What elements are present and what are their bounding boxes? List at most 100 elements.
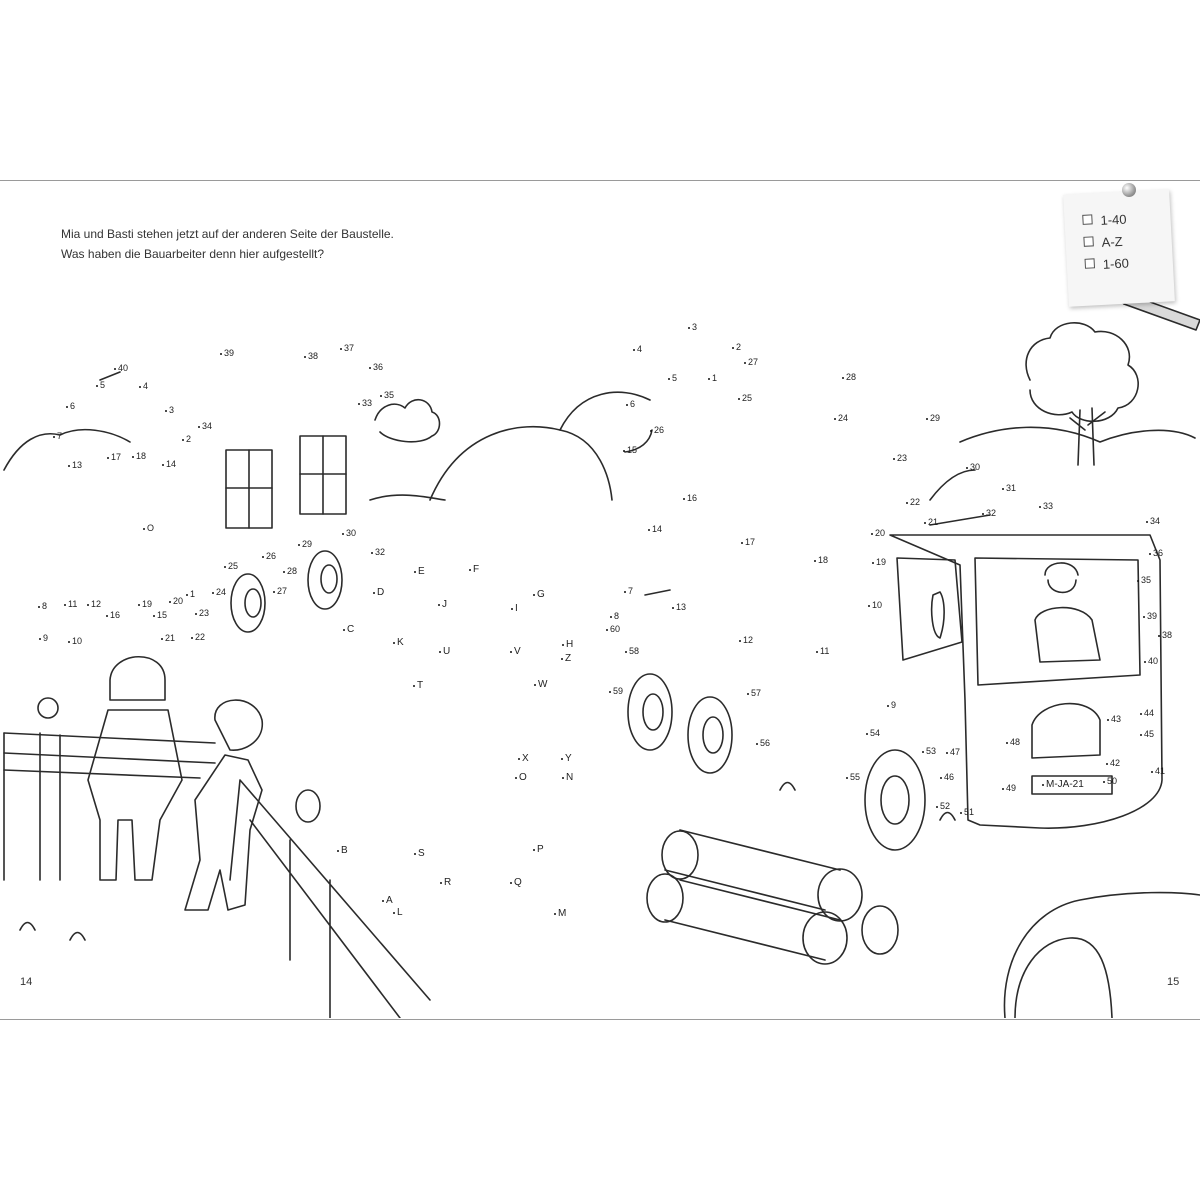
dot-label: 40: [1143, 656, 1159, 666]
dot-label: 5: [667, 373, 678, 383]
dot-label: 45: [1139, 729, 1155, 739]
dot-label-left: 3: [164, 405, 175, 415]
window-right: [299, 435, 347, 515]
dot-label: 31: [1001, 483, 1017, 493]
dot-line-hint: [99, 371, 991, 596]
letter-label: A: [382, 895, 393, 906]
dot-label: 58: [624, 646, 640, 656]
letter-label: C: [342, 624, 355, 635]
dot-label: 38: [1157, 630, 1173, 640]
wheel-middle-1: [627, 673, 673, 751]
dot-label: 60: [605, 624, 621, 634]
dot-label: 17: [740, 537, 756, 547]
driver: [1034, 562, 1101, 663]
dot-label: 12: [738, 635, 754, 645]
dot-label: 15: [622, 445, 638, 455]
truck-side-window: [896, 557, 963, 661]
dot-label-left: 21: [160, 633, 176, 643]
barrier-posts: [3, 732, 61, 881]
wheel-middle-2: [687, 696, 733, 774]
window-left: [225, 449, 273, 529]
wheel-small-1-hub: [244, 588, 262, 618]
dot-label-left: 40: [113, 363, 129, 373]
checkbox-icon[interactable]: [1082, 214, 1093, 225]
dot-label-left: 7: [52, 431, 63, 441]
dot-label-left: 13: [67, 460, 83, 470]
letter-label: G: [533, 589, 545, 600]
book-spread: [0, 180, 1200, 1020]
truck-cab: [889, 534, 1163, 829]
letter-label: V: [510, 646, 521, 657]
dot-label: 26: [649, 425, 665, 435]
checkbox-icon[interactable]: [1083, 236, 1094, 247]
pipes: [646, 829, 899, 965]
dot-label-left: 15: [152, 610, 168, 620]
dot-label: 33: [1038, 501, 1054, 511]
barrier-rails: [3, 732, 216, 779]
checklist-item[interactable]: A-Z: [1083, 234, 1123, 251]
dot-label: 23: [892, 453, 908, 463]
dot-label: 46: [939, 772, 955, 782]
dot-label: 4: [632, 344, 643, 354]
hill-left: [3, 428, 131, 471]
dot-label: 32: [981, 508, 997, 518]
truck-wheel-front-hub: [880, 775, 910, 825]
dot-label-left: 30: [341, 528, 357, 538]
letter-label: H: [561, 639, 574, 650]
dot-label-left: 27: [272, 586, 288, 596]
dot-label-left: 38: [303, 351, 319, 361]
truck-grille: [1031, 702, 1101, 759]
letter-label: N: [561, 772, 574, 783]
checklist-note: 1-40 A-Z 1-60: [1063, 189, 1175, 307]
dot-label-left: 33: [357, 398, 373, 408]
wheel-small-2: [307, 550, 343, 610]
letter-label: Q: [510, 877, 522, 888]
wheel-small-2-hub: [320, 564, 338, 594]
dot-label-left: 35: [379, 390, 395, 400]
dot-label-left: 36: [368, 362, 384, 372]
dot-label: 18: [813, 555, 829, 565]
dot-label-left: 24: [211, 587, 227, 597]
dot-label: 21: [923, 517, 939, 527]
letter-label: F: [468, 564, 480, 575]
dot-label: 10: [867, 600, 883, 610]
letter-label: I: [511, 603, 518, 614]
dot-label: 29: [925, 413, 941, 423]
letter-label: Z: [560, 653, 572, 664]
dot-label: 25: [737, 393, 753, 403]
checklist-item[interactable]: 1-60: [1084, 256, 1129, 273]
truck-wheel-front: [864, 749, 926, 851]
dot-label-left: 4: [138, 381, 149, 391]
page-number-left: 14: [20, 976, 33, 988]
warning-lamp-left: [37, 697, 59, 719]
dot-label: 24: [833, 413, 849, 423]
dot-label-left: 29: [297, 539, 313, 549]
dot-label: 54: [865, 728, 881, 738]
instruction-line-1: Mia und Basti stehen jetzt auf der ander…: [61, 227, 394, 241]
dot-label-left: 17: [106, 452, 122, 462]
dot-label: 41: [1150, 766, 1166, 776]
dot-label: 14: [647, 524, 663, 534]
letter-label: B: [337, 845, 348, 856]
warning-lamp-right: [295, 789, 321, 823]
dot-label-left: 18: [131, 451, 147, 461]
dot-label-left: O: [142, 523, 155, 533]
dot-label-left: 10: [67, 636, 83, 646]
dot-label: 3: [687, 322, 698, 332]
dot-label-left: 34: [197, 421, 213, 431]
dot-label: 8: [609, 611, 620, 621]
tree-crown: [1025, 322, 1139, 423]
dot-label: 49: [1001, 783, 1017, 793]
car-front: [1003, 891, 1200, 1018]
dot-label: 20: [870, 528, 886, 538]
wheel-middle-2-hub: [702, 716, 724, 754]
bush-left: [374, 399, 441, 443]
dot-label: 53: [921, 746, 937, 756]
dot-label: 43: [1106, 714, 1122, 724]
dot-label: 13: [671, 602, 687, 612]
dot-label: 19: [871, 557, 887, 567]
dot-label-left: 14: [161, 459, 177, 469]
checkbox-icon[interactable]: [1084, 258, 1096, 269]
letter-label: W: [533, 679, 548, 690]
checklist-item[interactable]: 1-40: [1082, 212, 1127, 229]
